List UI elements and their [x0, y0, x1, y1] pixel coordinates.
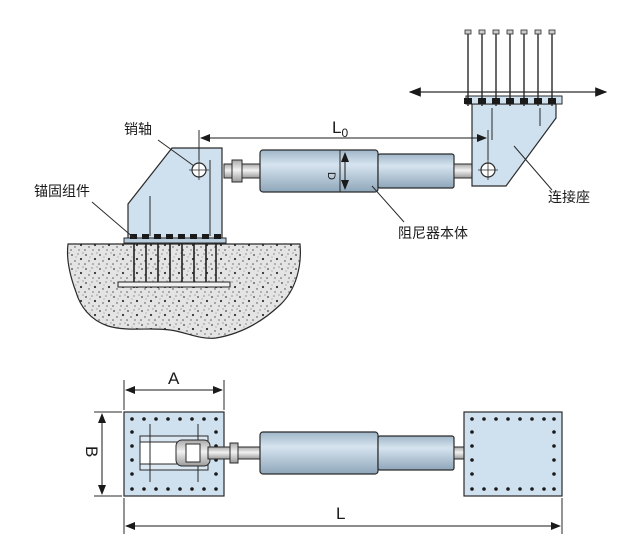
concrete-foundation [66, 243, 301, 339]
anchor-bolts [133, 240, 217, 288]
ceiling-nuts [464, 98, 556, 104]
body-leader [371, 185, 405, 223]
ceiling-bolts [467, 34, 553, 106]
damper-rod-right [453, 163, 475, 179]
l0-dimension-label: L0 [332, 118, 348, 140]
damper-cylinder-secondary [377, 153, 455, 189]
pin-label: 销轴 [124, 122, 152, 138]
plan-damper-cylinder-secondary [377, 435, 455, 471]
plan-right-plate-holes [470, 417, 556, 491]
left-bracket [127, 147, 223, 243]
damper-rod-left [223, 163, 263, 179]
connector-label: 连接座 [548, 189, 590, 206]
plan-damper-cylinder-main [259, 431, 379, 475]
body-label: 阻尼器本体 [398, 226, 468, 242]
pin-leader [157, 139, 195, 167]
base-nuts [130, 234, 221, 239]
damper-cylinder-main [259, 149, 379, 193]
anchor-leader [91, 201, 135, 239]
right-pin [478, 160, 498, 180]
b-dimension-label: B [82, 446, 101, 457]
anchor-label: 锚固组件 [34, 184, 90, 200]
l-dimension-label: L [336, 504, 345, 523]
left-pin [189, 160, 209, 180]
anchor-plate [117, 281, 231, 288]
connector-leader [513, 145, 553, 191]
d-dimension-label: D [325, 172, 337, 180]
plan-right-plate [463, 411, 563, 497]
a-dimension-label: A [168, 369, 180, 388]
ceiling-bolt-heads [464, 29, 556, 35]
